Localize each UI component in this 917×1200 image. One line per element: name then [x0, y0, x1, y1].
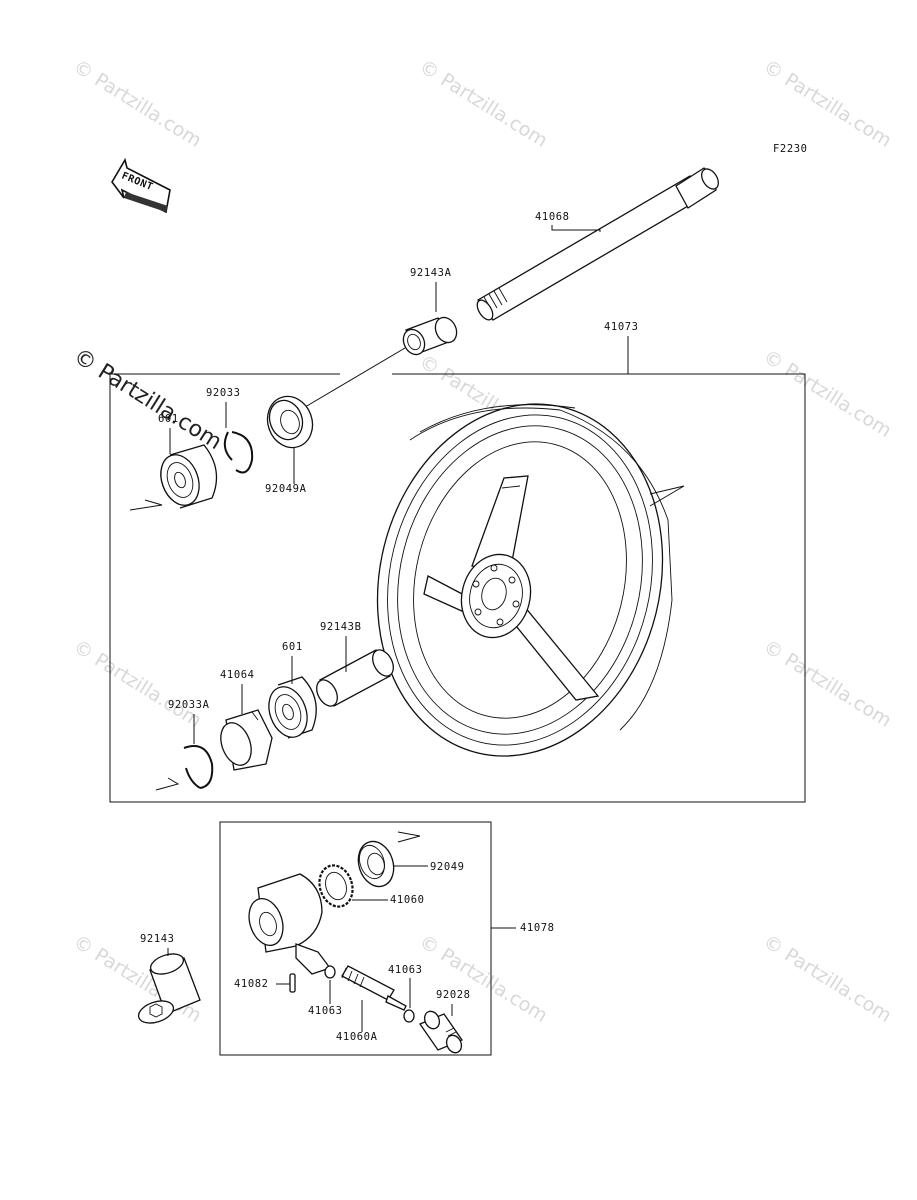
- pinion-41060A: [341, 965, 407, 1011]
- front-wheel-rim: [376, 403, 673, 757]
- part-label-601-bottom: 601: [282, 641, 303, 653]
- part-label-41073: 41073: [604, 321, 639, 333]
- watermark: © Partzilla.com: [69, 56, 205, 152]
- part-label-41082: 41082: [234, 978, 269, 990]
- sleeve-92028: [419, 1010, 463, 1054]
- holder-41064: [220, 709, 273, 771]
- part-label-92049: 92049: [430, 861, 465, 873]
- watermark: © Partzilla.com: [759, 56, 895, 152]
- watermark: © Partzilla.com: [759, 931, 895, 1027]
- collar-92143A: [402, 316, 458, 356]
- bushing-41063-upper: [324, 965, 336, 979]
- part-label-92033A: 92033A: [168, 699, 210, 711]
- circlip-92033A: [183, 745, 214, 789]
- gear-41060: [318, 864, 354, 908]
- collar-92143: [137, 953, 201, 1024]
- part-label-92143: 92143: [140, 933, 175, 945]
- figure-code: F2230: [773, 143, 808, 155]
- watermark: © Partzilla.com: [69, 636, 205, 732]
- wheel-assembly-box-41073: [109, 373, 806, 803]
- part-label-92143B: 92143B: [320, 621, 362, 633]
- front-arrow-icon: FRONT: [111, 157, 171, 214]
- part-label-41060A: 41060A: [336, 1031, 378, 1043]
- bearing-601-bottom: [268, 676, 317, 739]
- part-label-92049A: 92049A: [265, 483, 307, 495]
- oil-seal-92049: [357, 840, 395, 888]
- watermark: © Partzilla.com: [759, 346, 895, 442]
- part-label-41068: 41068: [535, 211, 570, 223]
- collar-92143B: [316, 649, 394, 707]
- circlip-92033: [223, 431, 254, 474]
- part-label-41060: 41060: [390, 894, 425, 906]
- bearing-601-top: [160, 444, 218, 509]
- watermark: © Partzilla.com: [759, 636, 895, 732]
- watermark: © Partzilla.com: [415, 931, 551, 1027]
- gear-housing: [248, 873, 332, 975]
- part-label-92028: 92028: [436, 989, 471, 1001]
- part-label-41078: 41078: [520, 922, 555, 934]
- watermark: © Partzilla.com: [415, 56, 551, 152]
- part-label-92033: 92033: [206, 387, 241, 399]
- part-label-41064: 41064: [220, 669, 255, 681]
- part-label-41063-lower: 41063: [308, 1005, 343, 1017]
- axle-41068: [476, 167, 719, 321]
- washer-41063: [403, 1009, 415, 1023]
- oil-seal-92049A: [266, 395, 314, 449]
- gear-box-assembly-box-41078: [219, 821, 492, 1056]
- part-label-41063-upper: 41063: [388, 964, 423, 976]
- pin-41082: [289, 973, 296, 993]
- part-label-92143A: 92143A: [410, 267, 452, 279]
- part-label-601-top: 601: [158, 413, 179, 425]
- watermark-dark: © Partzilla.com: [69, 344, 226, 455]
